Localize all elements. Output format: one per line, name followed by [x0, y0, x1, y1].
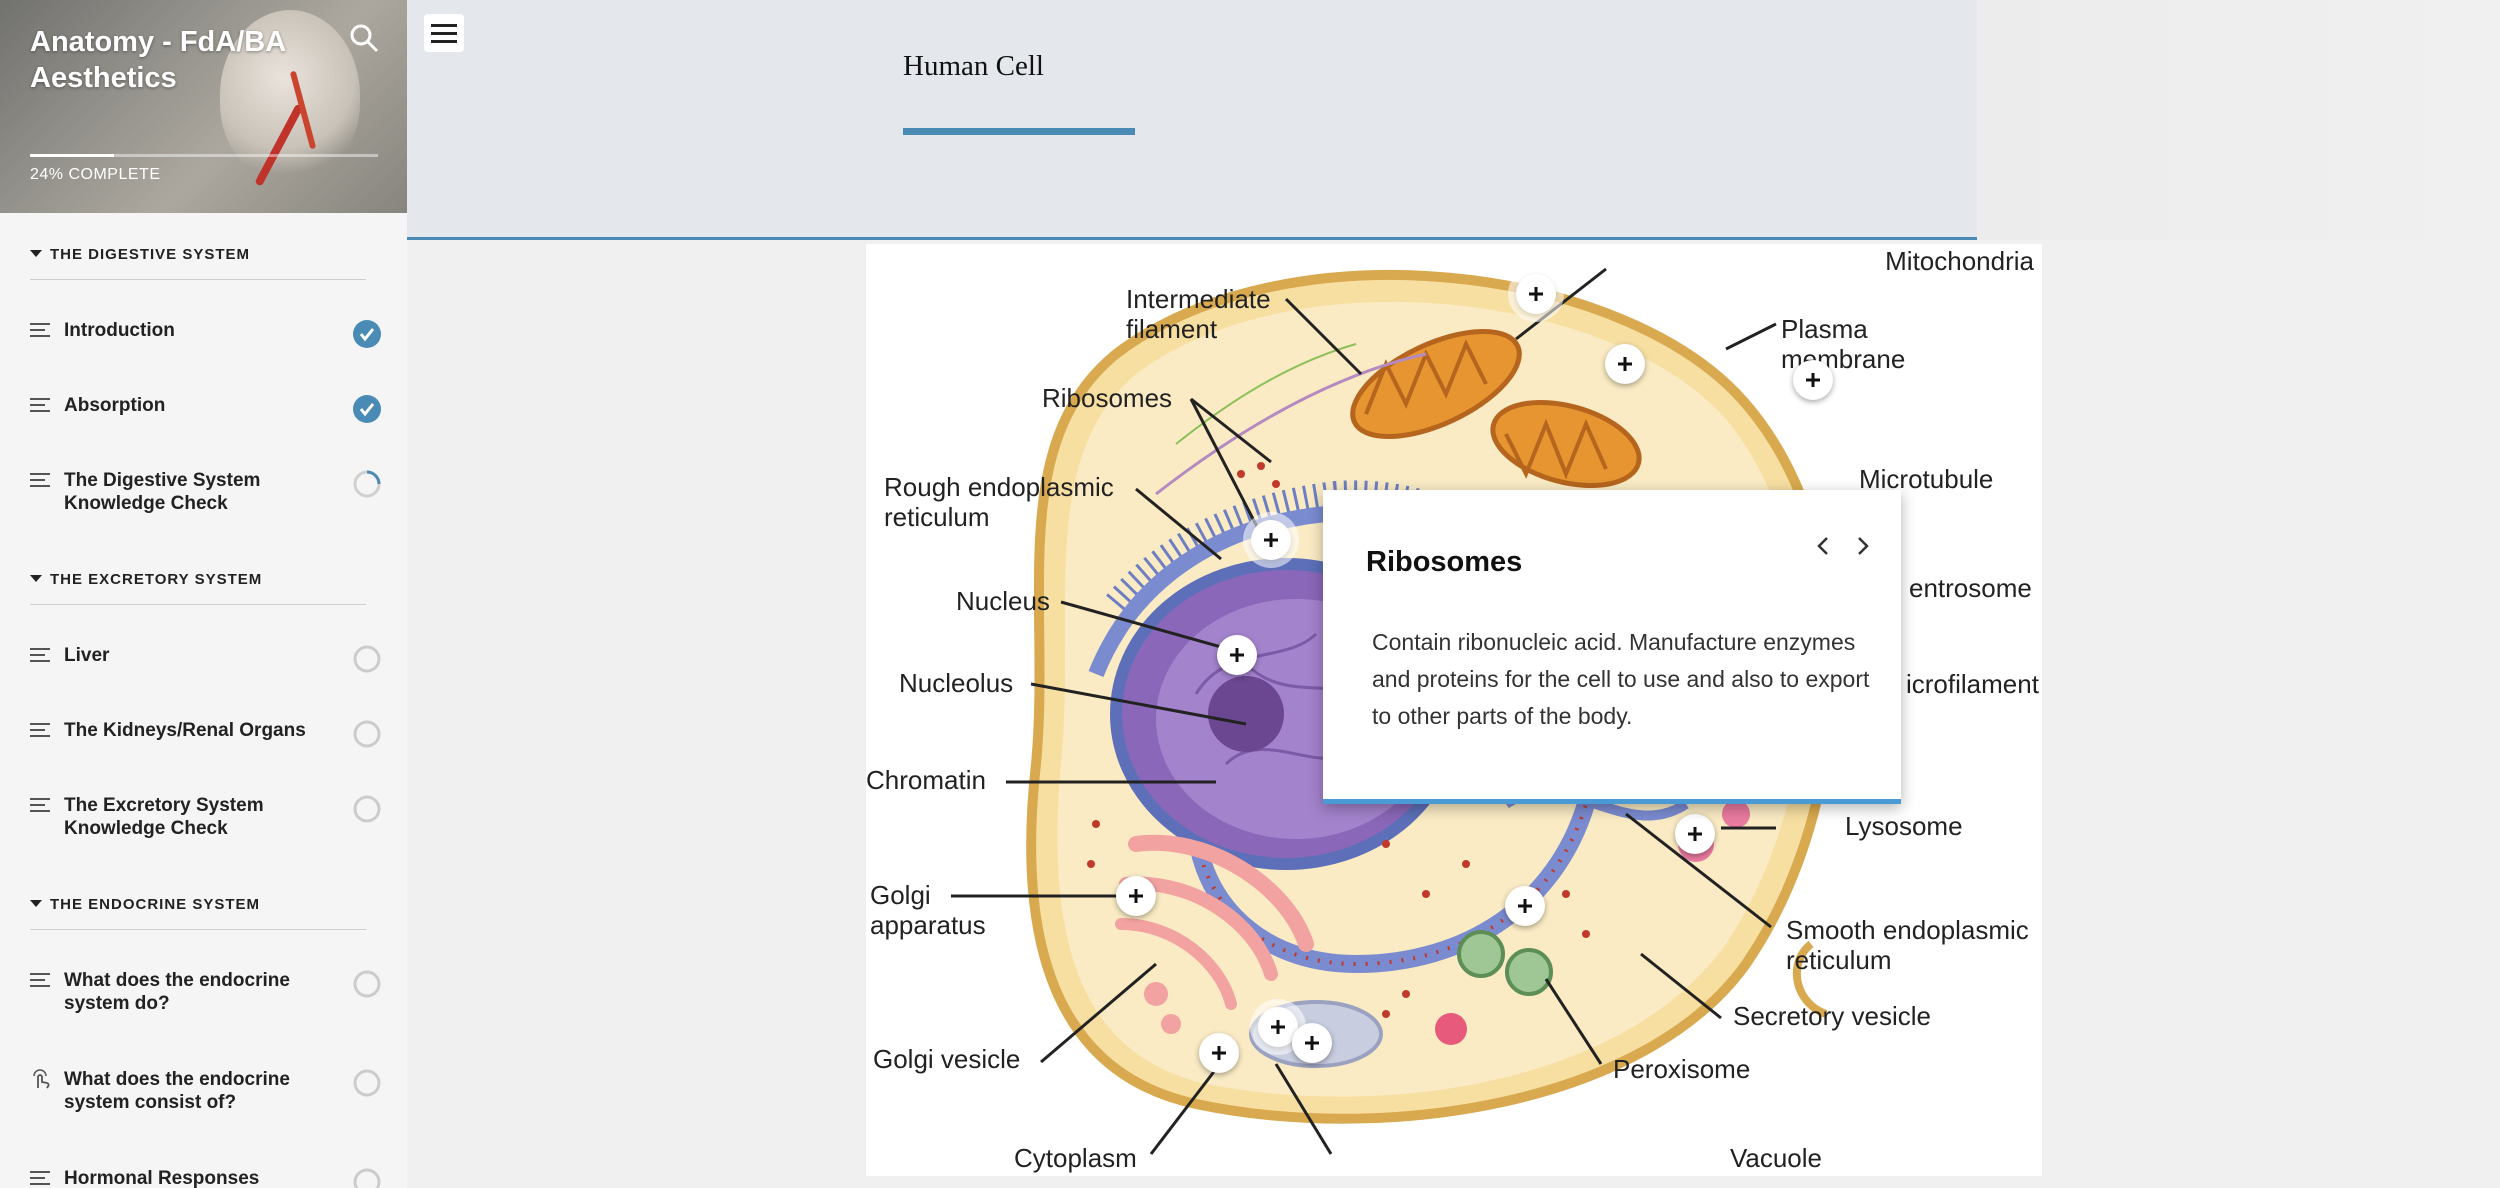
- divider: [30, 279, 366, 280]
- lesson-label: Hormonal Responses: [64, 1168, 260, 1188]
- section-title: THE DIGESTIVE SYSTEM: [50, 246, 251, 263]
- popup-title: Ribosomes: [1366, 546, 1523, 578]
- divider: [30, 929, 366, 930]
- hotspot-mitochondria[interactable]: [1605, 344, 1645, 384]
- chevron-right-icon: [1858, 537, 1869, 555]
- divider: [30, 604, 366, 605]
- lesson-text-icon: [30, 398, 50, 414]
- hamburger-icon: [431, 24, 457, 27]
- label-mitochondria: Mitochondria: [1885, 246, 2034, 276]
- complete-check-icon: [352, 319, 382, 349]
- label-nucleolus: Nucleolus: [899, 668, 1014, 698]
- lesson-text-icon: [30, 473, 50, 489]
- lesson-label: Liver: [64, 645, 110, 666]
- next-button[interactable]: [1847, 530, 1879, 562]
- label-peroxisome: Peroxisome: [1613, 1054, 1751, 1084]
- lesson-text-icon: [30, 798, 50, 814]
- caret-down-icon: [30, 249, 42, 257]
- not-started-icon: [352, 794, 382, 824]
- hotspot-golgi-vesicle[interactable]: [1199, 1033, 1239, 1073]
- label-golgi-apparatus: Golgi apparatus: [870, 880, 986, 940]
- label-cytoplasm: Cytoplasm: [1014, 1143, 1137, 1173]
- section-title: THE EXCRETORY SYSTEM: [50, 571, 263, 588]
- caret-down-icon: [30, 899, 42, 907]
- not-started-icon: [352, 644, 382, 674]
- complete-check-icon: [352, 394, 382, 424]
- interactive-touch-icon: [30, 1068, 50, 1089]
- hotspot-smooth-er-lower[interactable]: [1505, 886, 1545, 926]
- lesson-label: What does the endocrine system do?: [64, 970, 290, 1014]
- title-underline: [903, 128, 1135, 135]
- lesson-text-icon: [30, 723, 50, 739]
- lesson-label: The Excretory System Knowledge Check: [64, 795, 264, 839]
- menu-button[interactable]: [424, 14, 464, 52]
- label-microtubule: Microtubule: [1859, 464, 1994, 494]
- label-secretory-vesicle: Secretory vesicle: [1733, 1001, 1931, 1031]
- hotspot-golgi-apparatus[interactable]: [1116, 876, 1156, 916]
- hotspot-ribosomes[interactable]: [1251, 520, 1291, 560]
- lesson-label: Absorption: [64, 395, 166, 416]
- label-lysosome: Lysosome: [1845, 811, 1963, 841]
- lesson-text-icon: [30, 648, 50, 664]
- previous-button[interactable]: [1807, 530, 1839, 562]
- label-rough-er: Rough endoplasmic reticulum: [884, 472, 1114, 532]
- header-image: [220, 10, 360, 180]
- not-started-icon: [352, 719, 382, 749]
- not-started-icon: [352, 969, 382, 999]
- hotspot-nucleus[interactable]: [1217, 635, 1257, 675]
- hotspot-vacuole[interactable]: [1292, 1023, 1332, 1063]
- hotspot-mitochondria-membrane[interactable]: [1516, 274, 1556, 314]
- label-intermediate-filament: Intermediate filament: [1126, 284, 1271, 344]
- lesson-label: Introduction: [64, 320, 175, 341]
- hotspot-plasma-membrane[interactable]: [1793, 360, 1833, 400]
- hotspot-popup: Ribosomes Contain ribonucleic acid. Manu…: [1323, 490, 1901, 804]
- label-vacuole: Vacuole: [1729, 1143, 1822, 1173]
- not-started-icon: [352, 1167, 382, 1188]
- label-plasma-membrane: Plasma membrane: [1781, 314, 1906, 374]
- hotspot-lysosome[interactable]: [1675, 814, 1715, 854]
- chevron-left-icon: [1817, 537, 1828, 555]
- search-button[interactable]: [348, 22, 380, 54]
- lesson-label: The Digestive System Knowledge Check: [64, 470, 261, 514]
- hamburger-icon: [431, 32, 457, 35]
- progress-fill: [30, 154, 114, 157]
- section-title: THE ENDOCRINE SYSTEM: [50, 896, 261, 913]
- lesson-text-icon: [30, 973, 50, 989]
- popup-body: Contain ribonucleic acid. Manufacture en…: [1372, 629, 1870, 729]
- label-smooth-er: Smooth endoplasmic reticulum: [1786, 915, 2029, 975]
- label-centrosome: entrosome: [1909, 573, 2032, 603]
- label-golgi-vesicle: Golgi vesicle: [873, 1044, 1021, 1074]
- page-title: Human Cell: [903, 50, 1044, 82]
- sidebar: Anatomy - FdA/BA Aesthetics 24% COMPLETE…: [0, 0, 407, 1188]
- search-icon: [350, 24, 378, 52]
- section-header-endocrine[interactable]: THE ENDOCRINE SYSTEM: [30, 896, 260, 913]
- section-header-excretory[interactable]: THE EXCRETORY SYSTEM: [30, 571, 262, 588]
- label-microfilament: icrofilament: [1906, 669, 2039, 699]
- label-nucleus: Nucleus: [956, 586, 1050, 616]
- progress-label: 24% COMPLETE: [30, 166, 161, 183]
- progress-track: [30, 154, 378, 157]
- course-header: Anatomy - FdA/BA Aesthetics 24% COMPLETE: [0, 0, 407, 213]
- lesson-label: What does the endocrine system consist o…: [64, 1069, 290, 1113]
- hamburger-icon: [431, 40, 457, 43]
- not-started-icon: [352, 1068, 382, 1098]
- lesson-label: The Kidneys/Renal Organs: [64, 720, 306, 741]
- section-header-digestive[interactable]: THE DIGESTIVE SYSTEM: [30, 246, 250, 263]
- label-ribosomes: Ribosomes: [1042, 383, 1173, 413]
- in-progress-icon: [352, 469, 382, 499]
- course-title: Anatomy - FdA/BA Aesthetics: [30, 26, 286, 94]
- label-chromatin: Chromatin: [866, 765, 986, 795]
- lesson-banner: Human Cell: [407, 0, 1977, 240]
- lesson-text-icon: [30, 323, 50, 339]
- background-fade: [1977, 0, 2500, 240]
- caret-down-icon: [30, 574, 42, 582]
- lesson-text-icon: [30, 1171, 50, 1187]
